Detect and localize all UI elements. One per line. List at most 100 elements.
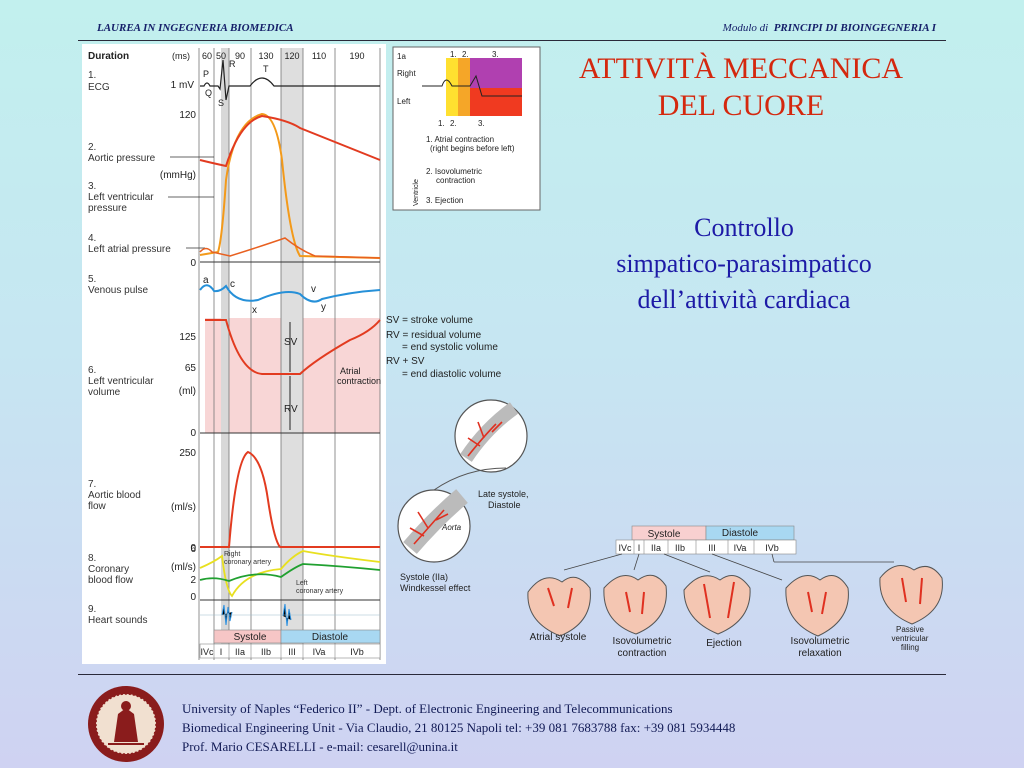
tick-v0: 0 [190, 428, 196, 439]
inset-1a: 1a [397, 52, 406, 61]
inset-legend-3: 2. Isovolumetric [426, 167, 482, 176]
row-venous-label: Venous pulse [88, 285, 148, 296]
wiggers-diagram: Duration (ms) 60 50 90 130 120 110 190 1… [82, 44, 386, 664]
volume-legend: SV = stroke volume RV = residual volume … [386, 315, 502, 380]
atrial-contraction-2: contraction [337, 376, 381, 386]
heart-cycle-series: Systole Diastole IVc I IIa IIb III IVa I… [527, 525, 943, 659]
ecg-q: Q [205, 88, 212, 98]
footer-line-1: University of Naples “Federico II” - Dep… [182, 701, 673, 716]
ecg-t: T [263, 64, 269, 74]
wiggers-phase-iva: IVa [313, 647, 326, 657]
systole-iia-label-2: Windkessel effect [400, 583, 471, 593]
duration-unit: (ms) [172, 51, 190, 61]
row-coronary-num: 8. [88, 553, 96, 564]
heart-passive-filling [879, 565, 943, 625]
module-title: Modulo di PRINCIPI DI BIOINGEGNERIA I [723, 22, 936, 34]
series-phase-ivc: IVc [618, 543, 632, 553]
row-sounds-label: Heart sounds [88, 615, 147, 626]
title-line-1: ATTIVITÀ MECCANICA [578, 52, 904, 85]
heart-label-iso-contraction-1: Isovolumetric [613, 636, 672, 647]
ecg-r: R [229, 59, 236, 69]
heart-label-passive-3: filling [901, 643, 919, 652]
wiggers-diastole: Diastole [312, 632, 349, 643]
wiggers-phase-i: I [220, 647, 223, 657]
inset-num-1: 1. [450, 50, 457, 59]
series-diastole: Diastole [722, 528, 759, 539]
rv-label: RV [284, 404, 298, 415]
windkessel-illustration: Late systole, Diastole Aorta Systole (II… [397, 399, 529, 593]
wiggers-phase-iia: IIa [235, 647, 245, 657]
inset-num-1b: 1. [438, 119, 445, 128]
series-phase-iva: IVa [734, 543, 747, 553]
row-flow-label-1: Aortic blood [88, 490, 141, 501]
unit-mls-cor: (ml/s) [171, 562, 196, 573]
tick-p0: 0 [190, 258, 196, 269]
heart-label-iso-contraction-2: contraction [618, 648, 667, 659]
inset-num-3b: 3. [478, 119, 485, 128]
coronary-left-1: Left [296, 580, 308, 587]
heart-isovolumetric-relaxation [785, 575, 849, 637]
atrium-inset: 1a Right Left 1. 2. 3. 1. 2. 3. 1. Atria… [392, 46, 541, 211]
duration-6: 110 [312, 51, 326, 61]
legend-edv: = end diastolic volume [402, 369, 502, 380]
inset-legend-4: contraction [436, 176, 475, 185]
university-seal [88, 686, 164, 762]
module-prefix: Modulo di [722, 22, 769, 34]
series-phase-i: I [638, 543, 641, 553]
footer-text: University of Naples “Federico II” - Dep… [182, 699, 735, 756]
unit-mls-flow: (ml/s) [171, 502, 196, 513]
subtitle-line-1: Controllo [694, 213, 794, 242]
heart-label-iso-relaxation-1: Isovolumetric [791, 636, 850, 647]
atrial-contraction-1: Atrial [340, 366, 361, 376]
row-lvv-label-1: Left ventricular [88, 376, 154, 387]
row-aortic-label: Aortic pressure [88, 153, 156, 164]
module-name: PRINCIPI DI BIOINGEGNERIA I [773, 22, 936, 34]
legend-rvsv: RV + SV [386, 356, 425, 367]
sv-label: SV [284, 337, 298, 348]
series-phase-ivb: IVb [765, 543, 779, 553]
coronary-right-1: Right [224, 551, 240, 558]
coronary-right-2: coronary artery [224, 559, 272, 566]
footer-line-2: Biomedical Engineering Unit - Via Claudi… [182, 720, 736, 735]
aorta-label: Aorta [441, 523, 462, 532]
row-lvv-label-2: volume [88, 387, 121, 398]
legend-rv: RV = residual volume [386, 330, 482, 341]
venous-v: v [311, 284, 316, 295]
subtitle-line-2: simpatico-parasimpatico [616, 249, 872, 278]
venous-x: x [252, 305, 257, 316]
tick-120: 120 [179, 110, 196, 121]
heart-label-passive-2: ventricular [892, 634, 929, 643]
wiggers-phase-ivc: IVc [200, 647, 214, 657]
coronary-left-2: coronary artery [296, 588, 344, 595]
row-lap-num: 4. [88, 233, 96, 244]
header-rule [78, 40, 946, 41]
duration-3: 90 [235, 51, 245, 61]
unit-mv: 1 mV [171, 80, 195, 91]
duration-7: 190 [349, 51, 364, 61]
heart-label-ejection: Ejection [706, 638, 742, 649]
tick-f0: 0 [190, 543, 196, 554]
heart-atrial-systole [527, 576, 591, 637]
heart-ejection [683, 575, 751, 635]
wiggers-phase-ivb: IVb [350, 647, 364, 657]
duration-1: 60 [202, 51, 212, 61]
systole-iia-label-1: Systole (IIa) [400, 572, 448, 582]
row-lvp-label-2: pressure [88, 203, 127, 214]
slide-title: ATTIVITÀ MECCANICA DEL CUORE [548, 50, 934, 124]
venous-c: c [230, 279, 235, 290]
series-phase-iii: III [708, 543, 716, 553]
row-ecg-num: 1. [88, 70, 96, 81]
venous-a: a [203, 275, 209, 286]
late-systole-label-1: Late systole, [478, 489, 529, 499]
inset-legend-2: (right begins before left) [430, 144, 515, 153]
tick-c6: 6 [190, 544, 196, 555]
row-lap-label: Left atrial pressure [88, 244, 171, 255]
heart-label-passive-1: Passive [896, 625, 925, 634]
ecg-p: P [203, 69, 209, 79]
series-systole: Systole [648, 529, 681, 540]
duration-5: 120 [284, 51, 299, 61]
inset-ventricle: Ventricle [413, 179, 420, 206]
heart-label-atrial-systole: Atrial systole [530, 632, 587, 643]
duration-2: 50 [216, 51, 226, 61]
tick-125: 125 [179, 332, 196, 343]
